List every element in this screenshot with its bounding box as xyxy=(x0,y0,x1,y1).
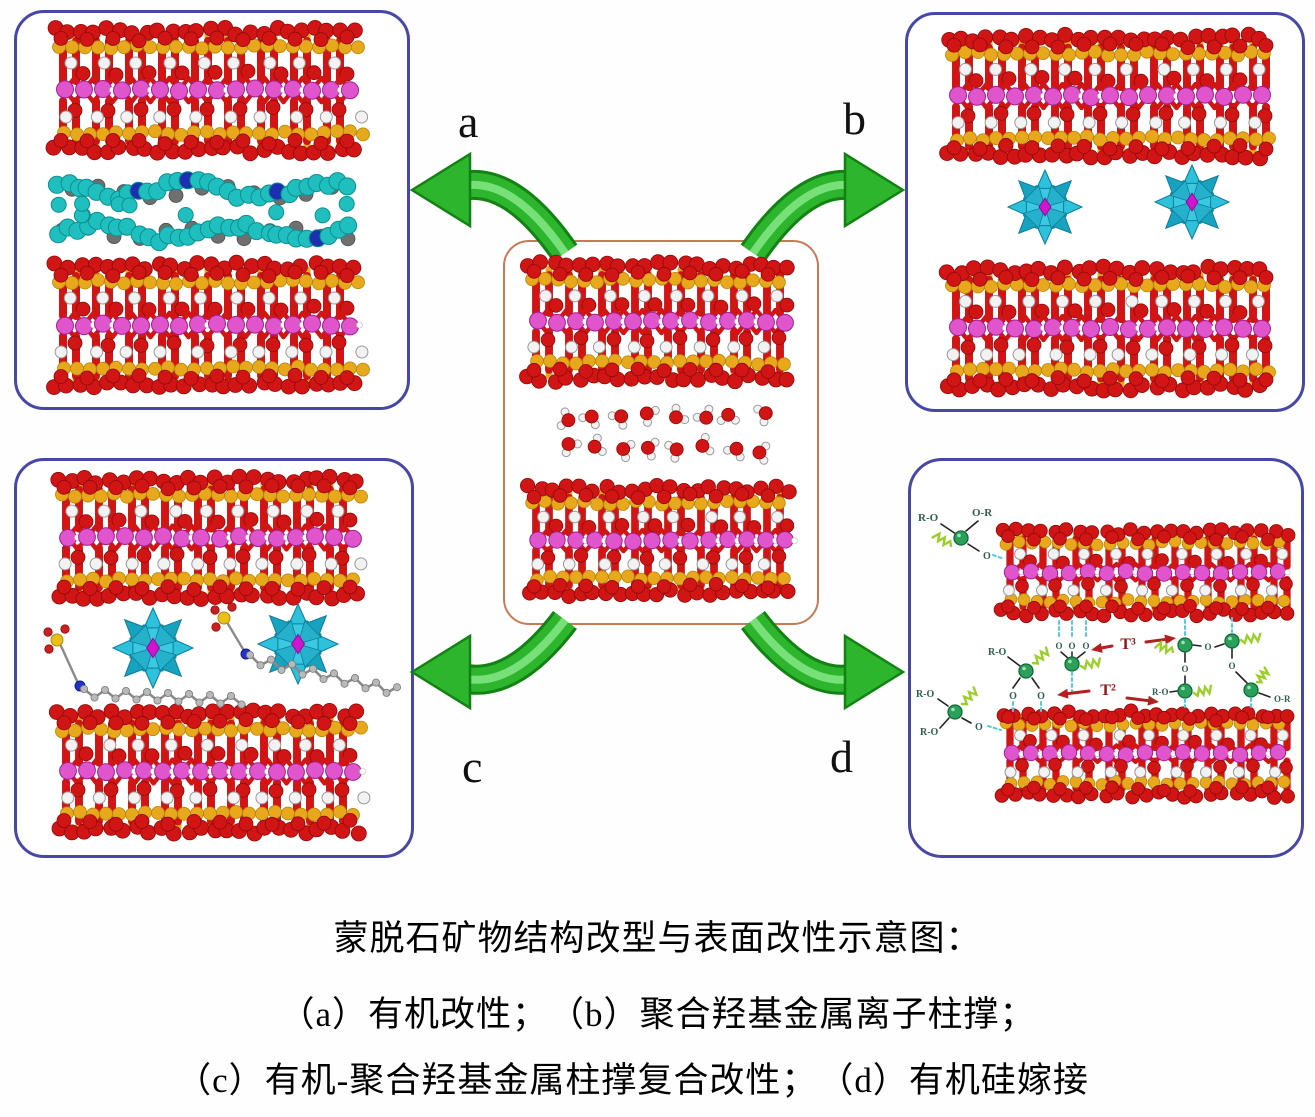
panel-center xyxy=(503,240,819,625)
panel-d xyxy=(908,458,1304,858)
green-curved-arrow xyxy=(409,633,472,711)
green-curved-arrow xyxy=(741,610,860,695)
panel-a xyxy=(14,10,410,410)
caption-line-1: 蒙脱石矿物结构改型与表面改性示意图： xyxy=(333,919,982,958)
green-curved-arrow xyxy=(843,151,906,229)
green-curved-arrow xyxy=(743,612,859,692)
panel-label-c: c xyxy=(462,741,483,792)
green-curved-arrow xyxy=(409,151,472,229)
panel-label-b: b xyxy=(843,93,866,144)
caption-line-3: （c）有机-聚合羟基金属柱撑复合改性； （d）有机硅嫁接 xyxy=(176,1061,1089,1100)
green-curved-arrow xyxy=(459,612,575,692)
green-curved-arrow xyxy=(461,617,569,684)
panel-label-a: a xyxy=(458,96,479,147)
caption-line-2: （a）有机改性； （b）聚合羟基金属离子柱撑； xyxy=(279,995,1036,1034)
green-curved-arrow xyxy=(458,610,577,695)
panel-b xyxy=(905,12,1305,412)
panel-c xyxy=(14,458,414,858)
green-curved-arrow xyxy=(843,633,906,711)
panel-label-d: d xyxy=(830,731,853,782)
green-curved-arrow xyxy=(749,617,857,684)
